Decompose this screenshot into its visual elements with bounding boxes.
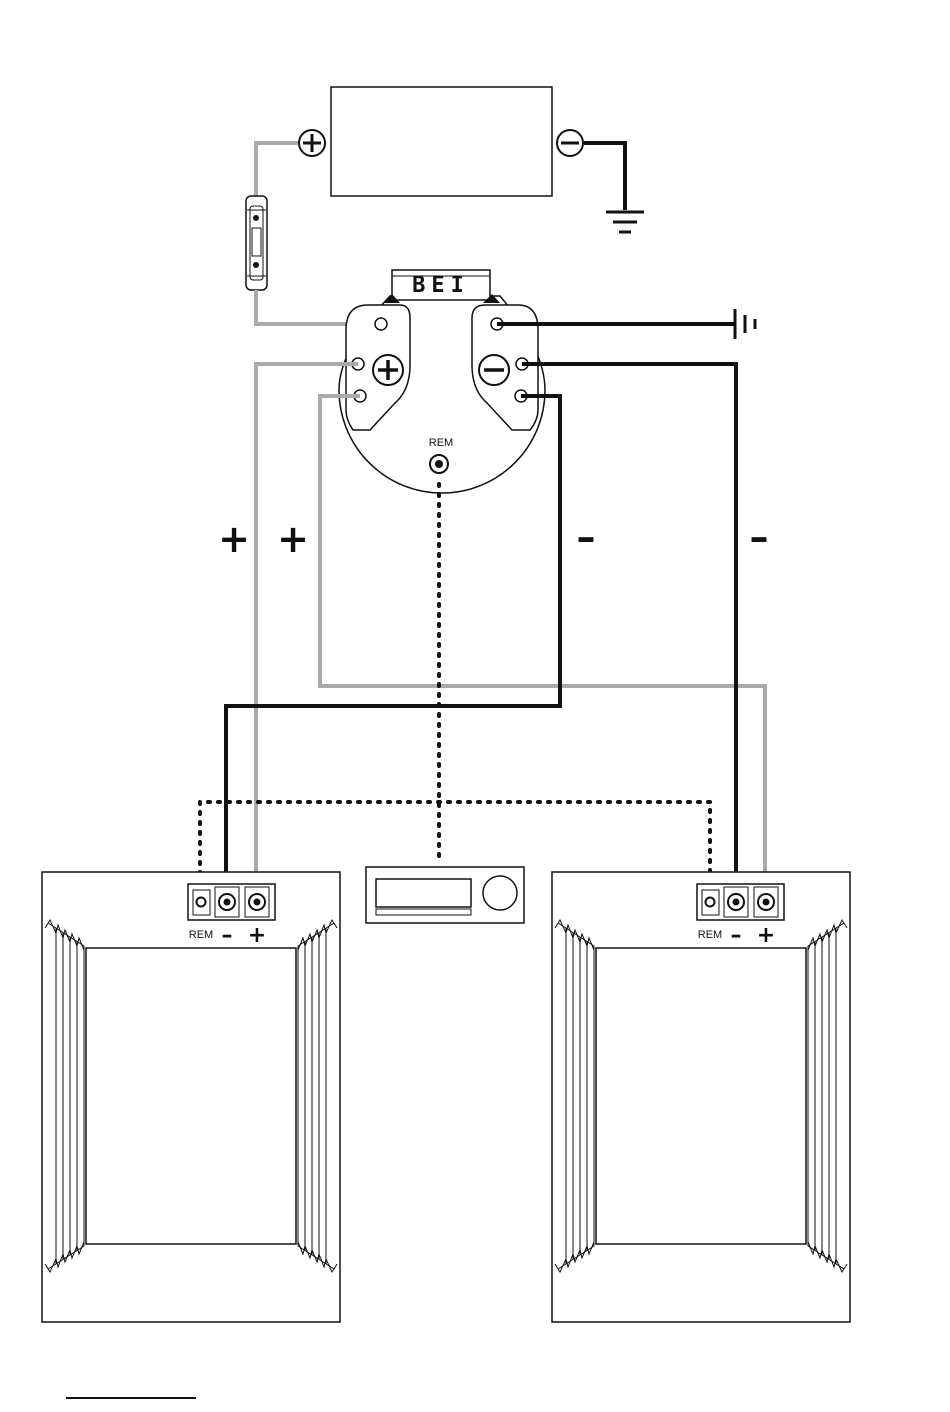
positive-label-1: + — [218, 517, 250, 561]
chassis-ground-icon — [735, 309, 755, 339]
distribution-block-logo: BEI — [412, 273, 470, 298]
block-negative-icon — [479, 355, 509, 385]
amplifier-right-rem-label: REM — [698, 929, 722, 941]
block-rem-label: REM — [429, 437, 453, 449]
amplifier-right-plus-label: + — [757, 923, 775, 948]
amplifier-right-minus-label: – — [731, 923, 742, 948]
fuse-holder-icon — [246, 196, 267, 290]
battery-ground-wire — [584, 143, 625, 210]
negative-label-1: – — [577, 515, 596, 559]
positive-label-2: + — [277, 517, 309, 561]
head-unit-icon — [366, 867, 524, 923]
battery-negative-terminal — [557, 130, 583, 156]
negative-label-2: – — [750, 515, 769, 559]
battery-positive-wire — [256, 143, 298, 200]
amplifier-left-plus-label: + — [248, 923, 266, 948]
block-rem-jack — [430, 455, 448, 473]
battery-positive-terminal — [299, 130, 325, 156]
amplifier-left-terminal-block — [188, 884, 275, 920]
negative-wire-right-amp — [522, 364, 736, 902]
amplifier-right-terminal-block — [697, 884, 784, 920]
amplifier-left-rem-label: REM — [189, 929, 213, 941]
ground-icon — [606, 212, 644, 232]
battery — [331, 87, 552, 196]
amplifier-left-minus-label: – — [222, 923, 233, 948]
positive-wire-left-amp — [256, 364, 358, 902]
block-positive-icon — [373, 355, 403, 385]
